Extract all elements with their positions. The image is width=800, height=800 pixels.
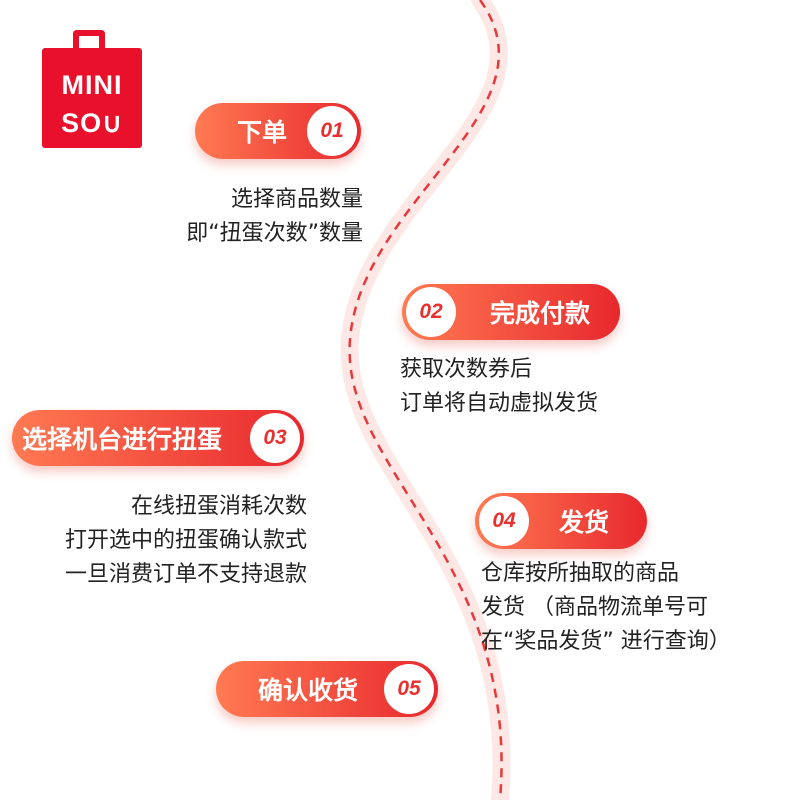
timeline-path-dashes <box>348 0 503 800</box>
step-01-desc-line-2: 即“扭蛋次数”数量 <box>186 221 363 246</box>
step-03-badge: 03 <box>250 413 300 463</box>
step-04-title: 发货 <box>558 508 609 537</box>
step-03-title: 选择机台进行扭蛋 <box>22 425 223 454</box>
logo-bag <box>42 48 142 148</box>
step-04-desc-line-1: 仓库按所抽取的商品 <box>481 561 680 586</box>
step-02-description: 获取次数券后 订单将自动虚拟发货 <box>400 353 598 421</box>
step-02-number: 02 <box>419 300 443 323</box>
step-05-badge: 05 <box>384 664 434 714</box>
step-05-pill: 确认收货 05 <box>216 661 438 717</box>
step-02-badge: 02 <box>406 287 456 337</box>
step-04-badge: 04 <box>479 496 529 546</box>
step-03-desc-line-3: 一旦消费订单不支持退款 <box>64 562 307 587</box>
step-05-title: 确认收货 <box>258 676 359 705</box>
step-01-badge: 01 <box>307 106 357 156</box>
step-03-desc-line-2: 打开选中的扭蛋确认款式 <box>64 528 307 553</box>
step-02-desc-line-2: 订单将自动虚拟发货 <box>400 391 599 416</box>
step-02-title: 完成付款 <box>489 299 590 328</box>
miniso-logo: MINI SO∪ <box>42 28 142 148</box>
step-03-desc-line-1: 在线扭蛋消耗次数 <box>130 494 307 519</box>
step-03-description: 在线扭蛋消耗次数 打开选中的扭蛋确认款式 一旦消费订单不支持退款 <box>65 490 307 592</box>
step-05-number: 05 <box>397 677 421 700</box>
step-02-desc-line-1: 获取次数券后 <box>400 357 533 382</box>
step-04-pill: 04 发货 <box>475 493 647 549</box>
step-04-desc-line-3: 在“奖品发货” 进行查询） <box>481 629 731 654</box>
step-04-desc-line-2: 发货 （商品物流单号可 <box>481 595 708 620</box>
logo-text-line1: MINI <box>61 70 123 100</box>
logo-text-line2: SO∪ <box>61 108 123 138</box>
step-01-number: 01 <box>320 119 344 142</box>
step-04-number: 04 <box>492 509 516 532</box>
step-02-pill: 02 完成付款 <box>402 284 620 340</box>
step-01-title: 下单 <box>237 118 288 147</box>
step-03-number: 03 <box>263 426 287 449</box>
logo-bag-handle <box>73 30 105 56</box>
step-04-description: 仓库按所抽取的商品 发货 （商品物流单号可 在“奖品发货” 进行查询） <box>481 557 731 659</box>
step-01-pill: 下单 01 <box>195 103 361 159</box>
step-01-description: 选择商品数量 即“扭蛋次数”数量 <box>186 183 363 251</box>
step-03-pill: 选择机台进行扭蛋 03 <box>12 410 304 466</box>
step-01-desc-line-1: 选择商品数量 <box>230 187 363 212</box>
